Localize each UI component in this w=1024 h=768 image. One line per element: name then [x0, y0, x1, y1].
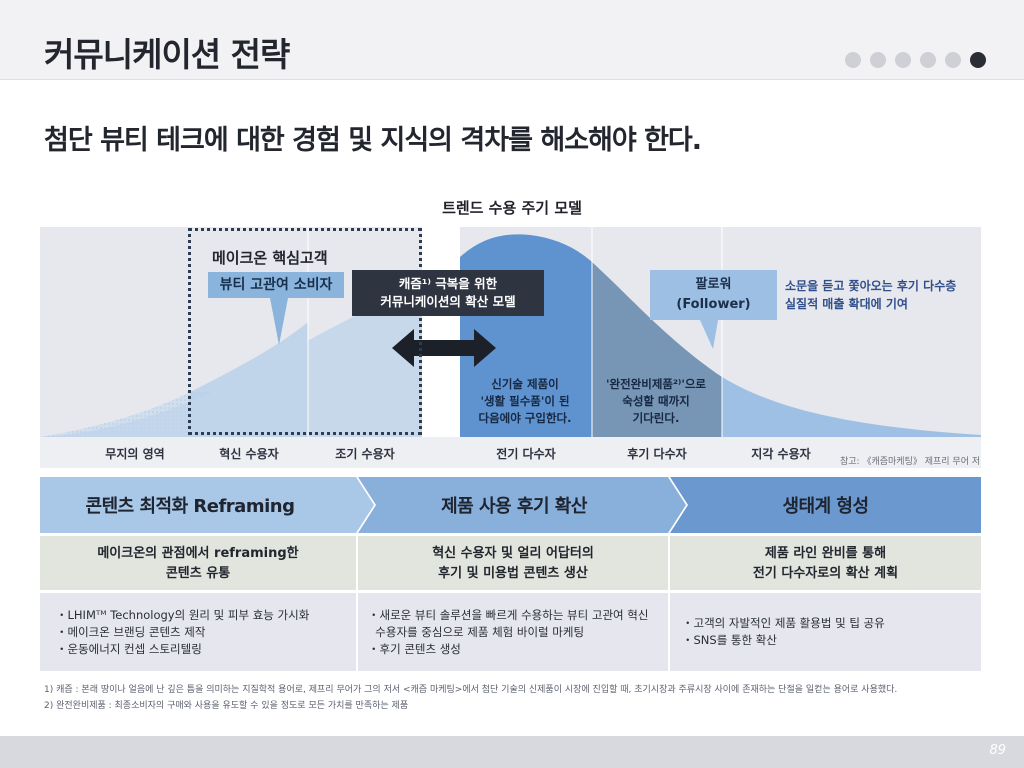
stage-chevron	[670, 477, 981, 533]
core-customer-label: 뷰티 고관여 소비자	[208, 272, 344, 298]
detail-line: ・새로운 뷰티 솔루션을 빠르게 수용하는 뷰티 고관여 혁신	[368, 607, 649, 622]
double-arrow-icon	[392, 329, 496, 367]
summary-line: 메이크온의 관점에서 reframing한	[97, 546, 299, 561]
chasm-callout: 캐즘¹⁾ 극복을 위한 커뮤니케이션의 확산 모델	[352, 270, 544, 316]
detail-cell: ・새로운 뷰티 솔루션을 빠르게 수용하는 뷰티 고관여 혁신 수용자를 중심으…	[368, 598, 666, 666]
chasm-callout-line: 커뮤니케이션의 확산 모델	[380, 294, 516, 309]
category-label: 혁신 수용자	[219, 447, 279, 461]
summary-line: 후기 및 미용법 콘텐츠 생산	[438, 566, 588, 581]
slide-dot[interactable]	[895, 52, 911, 68]
late-majority-description: '완전완비제품²⁾'으로 숙성할 때까지 기다린다.	[593, 376, 719, 427]
detail-line: ・메이크온 브랜딩 콘텐츠 제작	[56, 624, 206, 639]
detail-line: ・SNS를 통한 확산	[682, 633, 777, 647]
footnote: 1) 캐즘 : 본래 땅이나 얼음에 난 깊은 틈을 의미하는 지질학적 용어로…	[44, 685, 898, 695]
category-label: 후기 다수자	[627, 447, 687, 461]
stage-chevron	[358, 477, 686, 533]
summary-line: 제품 라인 완비를 통해	[764, 546, 887, 561]
column-divider	[356, 536, 358, 671]
slide-dot-active[interactable]	[970, 52, 986, 68]
stage-label: 콘텐츠 최적화 Reframing	[85, 496, 295, 517]
early-majority-description: 신기술 제품이 '생활 필수품'이 된 다음에야 구입한다.	[463, 376, 587, 427]
follower-pointer	[700, 320, 718, 349]
core-customer-title: 메이크온 핵심고객	[212, 249, 328, 267]
stage-label: 생태계 형성	[782, 496, 869, 517]
diagram-title: 트렌드 수용 주기 모델	[442, 199, 582, 217]
follower-callout-line: (Follower)	[676, 297, 751, 312]
follower-callout: 팔로워 (Follower)	[650, 270, 777, 320]
page-number: 89	[989, 743, 1006, 758]
category-label: 지각 수용자	[751, 447, 811, 461]
description-line: 기다린다.	[632, 411, 680, 425]
summary-line: 콘텐츠 유통	[165, 566, 231, 581]
description-line: '생활 필수품'이 된	[480, 394, 570, 408]
detail-line: 수용자를 중심으로 제품 체험 바이럴 마케팅	[368, 624, 585, 639]
slide-dot[interactable]	[920, 52, 936, 68]
description-line: 다음에야 구입한다.	[478, 411, 572, 425]
follower-note: 소문을 듣고 쫓아오는 후기 다수층 실질적 매출 확대에 기여	[785, 277, 956, 313]
category-label: 무지의 영역	[105, 447, 165, 461]
summary-line: 혁신 수용자 및 얼리 어답터의	[432, 546, 594, 561]
page-title: 커뮤니케이션 전략	[44, 35, 290, 74]
early-adopter-curve	[40, 287, 422, 437]
detail-cell: ・LHIMᵀᴹ Technology의 원리 및 피부 효능 가시화 ・메이크온…	[56, 598, 352, 666]
stage-label: 제품 사용 후기 확산	[441, 496, 587, 517]
follower-callout-line: 팔로워	[695, 277, 732, 292]
category-label: 조기 수용자	[335, 447, 395, 461]
stage-chevron	[40, 477, 374, 533]
slide-dot[interactable]	[845, 52, 861, 68]
core-customer-highlight	[188, 228, 422, 435]
follower-note-line: 실질적 매출 확대에 기여	[785, 297, 908, 311]
follower-note-line: 소문을 듣고 쫓아오는 후기 다수층	[785, 279, 957, 293]
description-line: '완전완비제품²⁾'으로	[605, 377, 707, 391]
slide-indicator	[845, 52, 986, 68]
detail-cell: ・고객의 자발적인 제품 활용법 및 팁 공유 ・SNS를 통한 확산	[682, 598, 978, 666]
slide-dot[interactable]	[870, 52, 886, 68]
chasm-callout-line: 캐즘¹⁾ 극복을 위한	[398, 276, 498, 291]
header-bar	[0, 0, 1024, 80]
detail-line: ・운동에너지 컨셉 스토리텔링	[56, 641, 202, 656]
detail-line: ・고객의 자발적인 제품 활용법 및 팁 공유	[682, 616, 885, 630]
chasm-gap	[422, 227, 460, 437]
summary-row	[40, 536, 981, 590]
adopter-category-row	[40, 437, 981, 468]
description-line: 신기술 제품이	[491, 377, 559, 391]
adoption-curve-diagram	[40, 227, 981, 437]
summary-line: 전기 다수자로의 확산 계획	[752, 566, 899, 581]
column-divider	[668, 536, 670, 671]
headline: 첨단 뷰티 테크에 대한 경험 및 지식의 격차를 해소해야 한다.	[44, 125, 702, 156]
footer-bar	[0, 736, 1024, 768]
laggard-region	[722, 377, 981, 437]
stage-chevrons	[40, 477, 981, 533]
description-line: 숙성할 때까지	[622, 394, 690, 408]
core-label-pointer	[270, 298, 288, 345]
detail-line: ・후기 콘텐츠 생성	[368, 641, 461, 656]
category-label: 전기 다수자	[496, 447, 556, 461]
late-majority-region	[592, 262, 722, 437]
slide-dot[interactable]	[945, 52, 961, 68]
detail-line: ・LHIMᵀᴹ Technology의 원리 및 피부 효능 가시화	[56, 607, 310, 622]
detail-row	[40, 593, 981, 671]
footnote: 2) 완전완비제품 : 최종소비자의 구매와 사용을 유도할 수 있을 정도로 …	[44, 701, 409, 711]
source-note: 참고: 《캐즘마케팅》 제프리 무어 저	[840, 457, 981, 467]
